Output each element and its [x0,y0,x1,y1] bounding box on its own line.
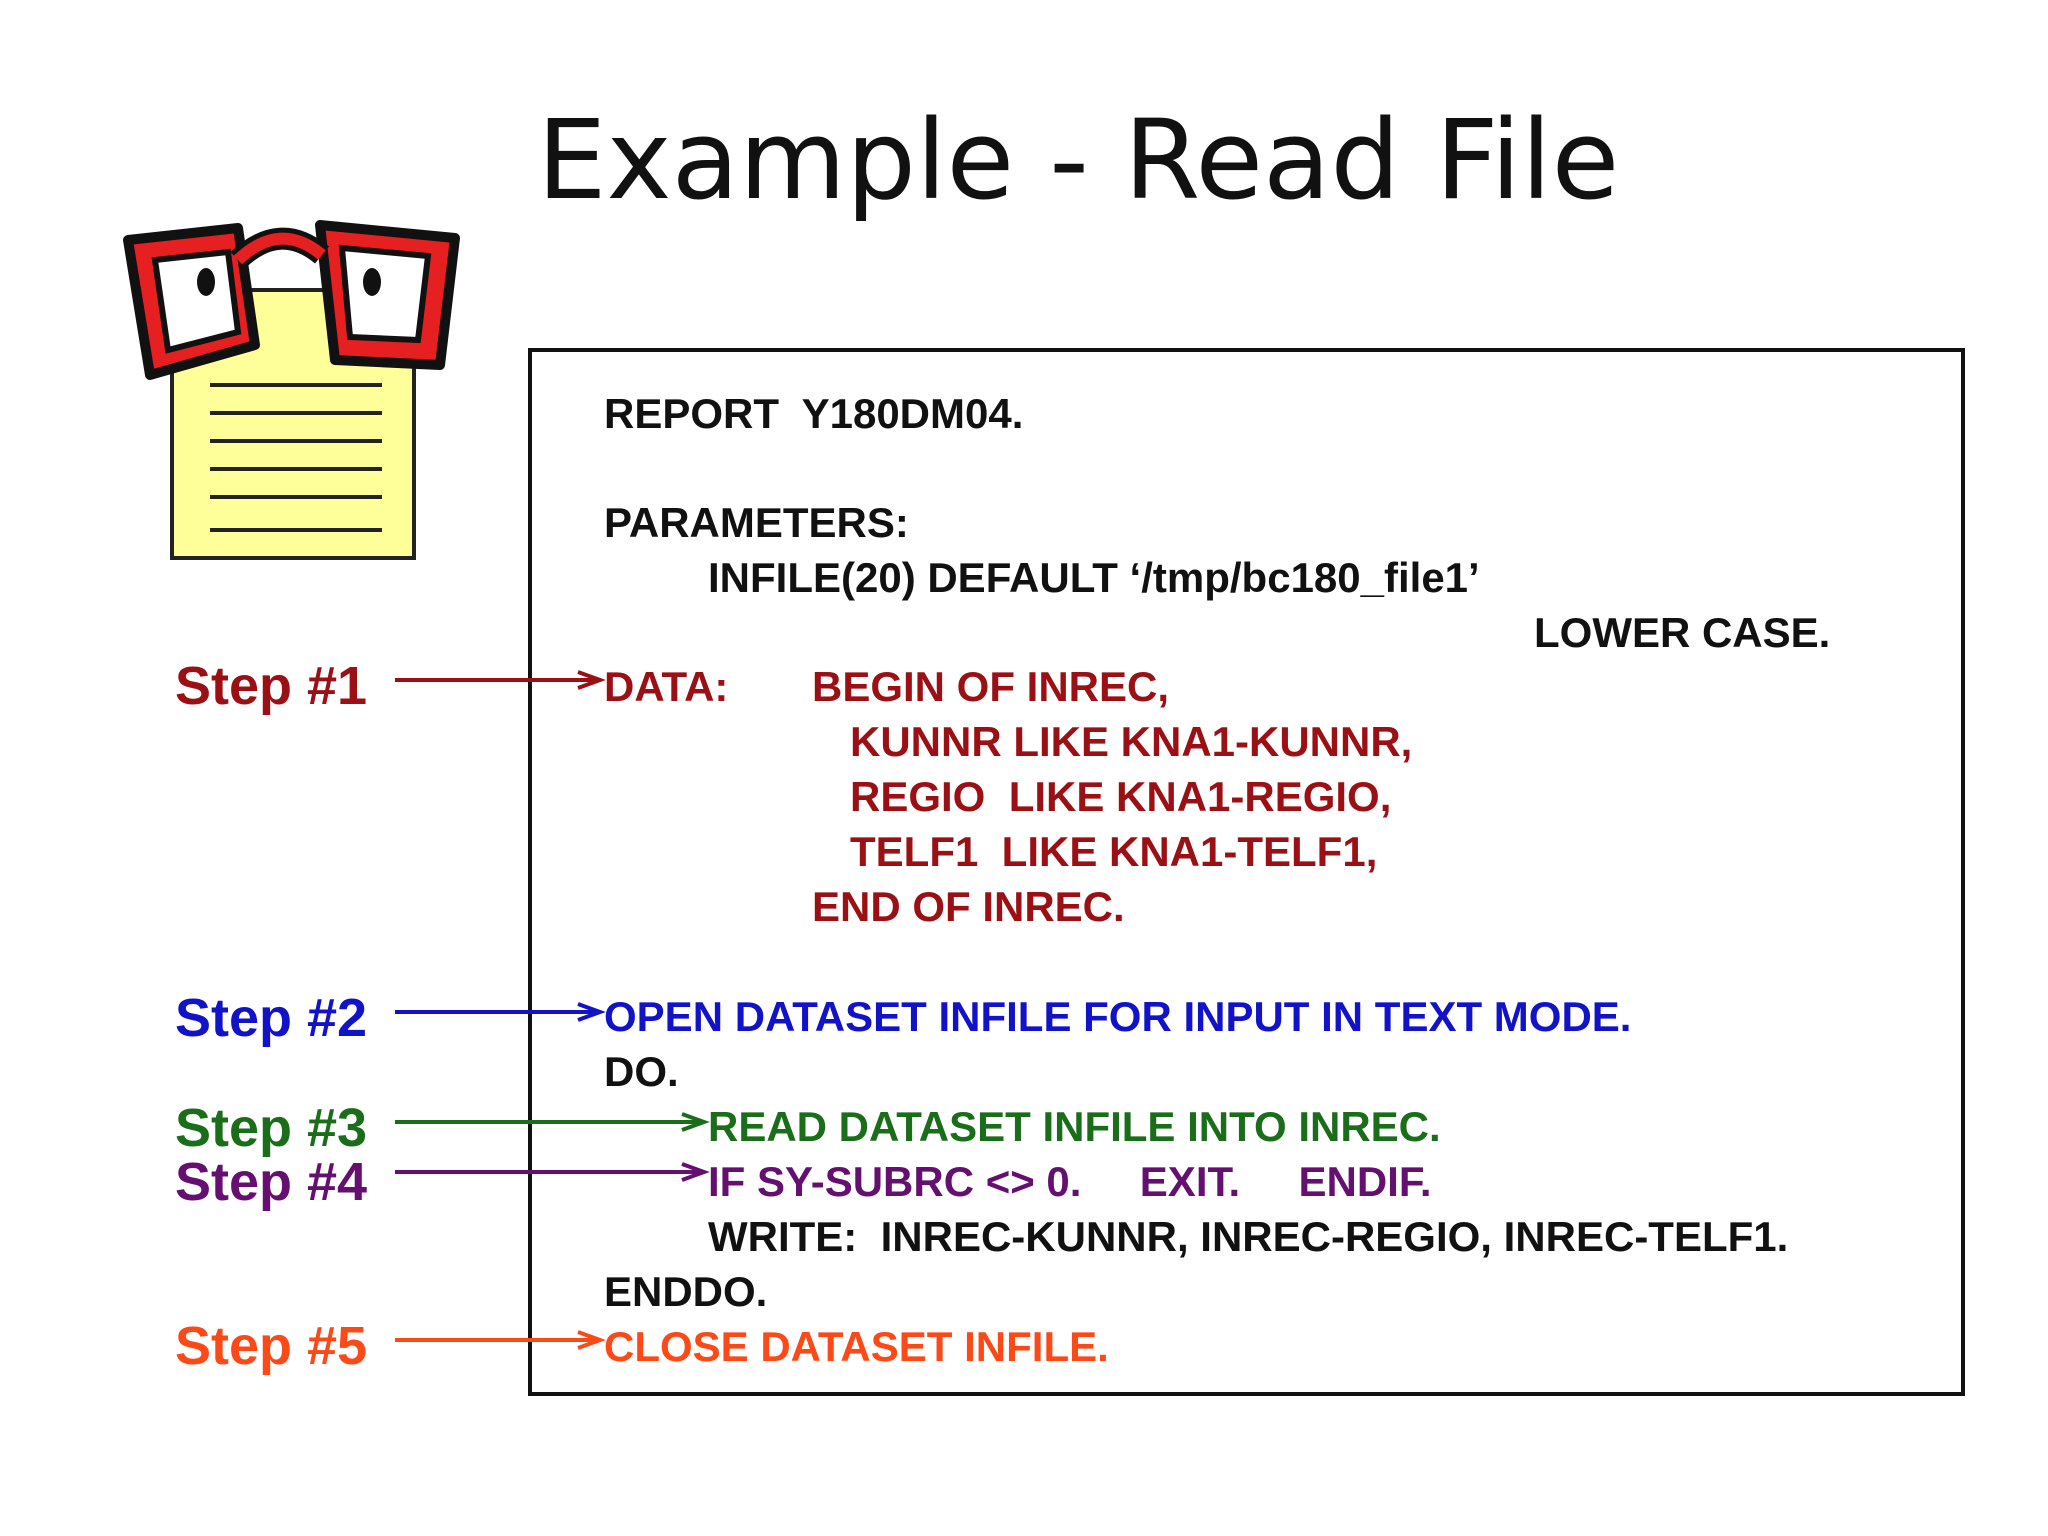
code-line-kunnr: KUNNR LIKE KNA1-KUNNR, [850,718,1413,765]
step-4-label: Step #4 [175,1152,368,1212]
code-line-end-of-inrec: END OF INREC. [812,883,1125,930]
code-line-write: WRITE: INREC-KUNNR, INREC-REGIO, INREC-T… [708,1213,1789,1260]
code-line-if-subrc: IF SY-SUBRC <> 0. EXIT. ENDIF. [708,1158,1432,1205]
code-line-close-dataset: CLOSE DATASET INFILE. [604,1323,1109,1370]
code-line-lower-case: LOWER CASE. [1534,609,1831,656]
step-4-arrow [395,1162,710,1182]
step-5-label: Step #5 [175,1316,368,1376]
code-line-open-dataset: OPEN DATASET INFILE FOR INPUT IN TEXT MO… [604,993,1632,1040]
code-line-enddo: ENDDO. [604,1268,768,1315]
code-line-data-keyword: DATA: [604,663,729,710]
step-3-arrow [395,1112,710,1132]
code-listing-box: REPORT Y180DM04. PARAMETERS: INFILE(20) … [528,348,1965,1396]
code-line-begin-of-inrec: BEGIN OF INREC, [812,663,1170,710]
slide-title: Example - Read File [537,96,1620,224]
notepad-with-glasses-icon [123,220,460,560]
step-2-label: Step #2 [175,988,368,1048]
step-3-label: Step #3 [175,1098,368,1158]
step-1-label: Step #1 [175,656,368,716]
step-1-arrow [395,670,606,690]
code-line-report: REPORT Y180DM04. [604,390,1024,437]
code-line-do: DO. [604,1048,679,1095]
code-line-regio: REGIO LIKE KNA1-REGIO, [850,773,1392,820]
code-line-telf1: TELF1 LIKE KNA1-TELF1, [850,828,1378,875]
step-5-arrow [395,1330,606,1350]
code-line-infile: INFILE(20) DEFAULT ‘/tmp/bc180_file1’ [708,554,1480,601]
code-line-read-dataset: READ DATASET INFILE INTO INREC. [708,1103,1441,1150]
code-line-parameters: PARAMETERS: [604,499,909,546]
step-2-arrow [395,1002,606,1022]
